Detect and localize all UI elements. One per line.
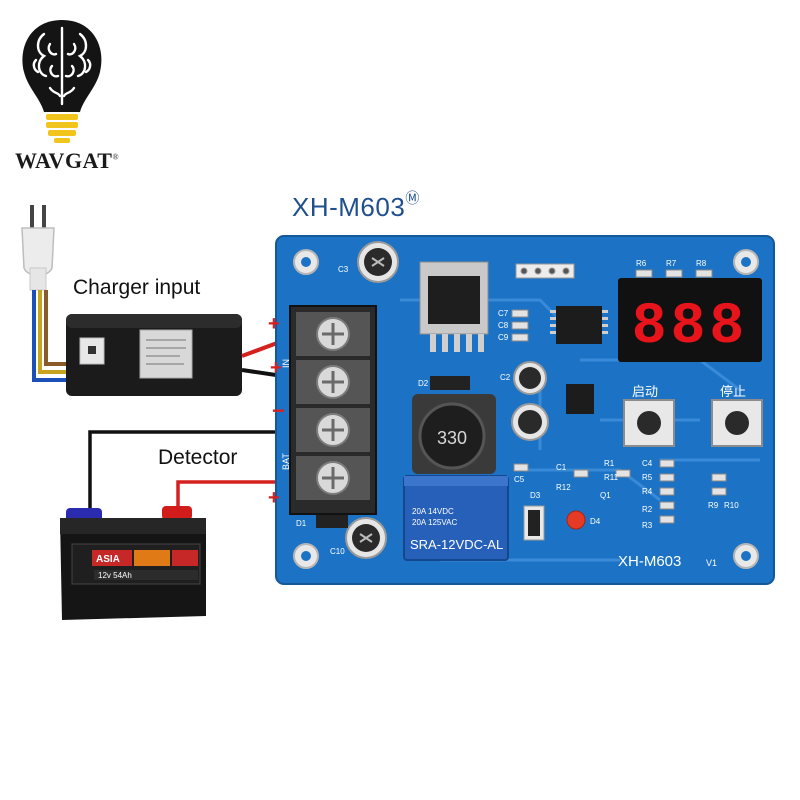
label-r4: R4 (642, 487, 653, 496)
brand-logo-icon (22, 20, 102, 143)
label-r11: R11 (604, 473, 619, 482)
label-r6: R6 (636, 259, 647, 268)
ac-cable (32, 290, 70, 382)
led-d4 (566, 510, 586, 530)
brand-name: WAVGAT® (12, 148, 122, 174)
label-d3: D3 (530, 491, 541, 500)
label-r5: R5 (642, 473, 653, 482)
power-plug-icon (21, 205, 55, 291)
seven-segment-display (618, 278, 762, 362)
battery-rating: 12v 54Ah (98, 571, 132, 580)
diode-d2 (430, 376, 470, 390)
car-battery (60, 506, 206, 620)
screw-terminal-block (289, 305, 377, 515)
label-c3: C3 (338, 265, 349, 274)
capacitor-c3 (357, 241, 399, 283)
label-r2: R2 (642, 505, 653, 514)
label-r7: R7 (666, 259, 677, 268)
display-digits: 888 (632, 295, 748, 360)
label-r8: R8 (696, 259, 707, 268)
label-r12: R12 (556, 483, 571, 492)
label-q1: Q1 (600, 491, 611, 500)
label-r3: R3 (642, 521, 653, 530)
pcb-board (275, 235, 775, 585)
terminal-sign-in-positive-2: + (270, 357, 282, 379)
label-r10: R10 (724, 501, 739, 510)
label-r9: R9 (708, 501, 719, 510)
brand-name-text: WAVGAT (14, 148, 113, 173)
board-title-text: XH-M603 (292, 192, 406, 222)
relay-rating-dc: 20A 14VDC (412, 507, 454, 516)
relay-model: SRA-12VDC-AL (410, 537, 503, 552)
relay-rating-ac: 20A 125VAC (412, 518, 457, 527)
stop-button-label: 停止 (720, 384, 746, 399)
label-c8: C8 (498, 321, 509, 330)
start-button-icon (623, 399, 675, 447)
label-d1: D1 (296, 519, 307, 528)
detector-label: Detector (158, 446, 238, 469)
label-d4: D4 (590, 517, 601, 526)
brand-trademark: ® (112, 152, 120, 162)
label-d2: D2 (418, 379, 429, 388)
voltage-regulator (419, 261, 489, 352)
start-button-label: 启动 (632, 384, 658, 399)
label-r1: R1 (604, 459, 615, 468)
label-c1: C1 (556, 463, 567, 472)
charger-adapter (66, 314, 242, 396)
label-c4: C4 (642, 459, 653, 468)
battery-positive-wire (176, 480, 296, 512)
diode-d1 (316, 514, 348, 528)
label-c2: C2 (500, 373, 511, 382)
relay-sra-12vdc (403, 475, 509, 561)
label-c9: C9 (498, 333, 509, 342)
label-c5: C5 (514, 475, 525, 484)
transistor (566, 384, 594, 414)
silkscreen-version: V1 (706, 558, 717, 568)
stop-button-icon (711, 399, 763, 447)
charger-input-label: Charger input (73, 276, 201, 299)
battery-brand: ASIA (96, 554, 120, 565)
terminal-sign-negative: − (272, 398, 285, 423)
capacitor-c2 (511, 361, 549, 441)
capacitor-c10 (345, 517, 387, 559)
diode-d3 (523, 505, 545, 541)
silkscreen-model: XH-M603 (618, 553, 681, 570)
board-title: XH-M603Ⓜ (292, 190, 420, 223)
inductor-330 (412, 394, 496, 474)
terminal-sign-bat-positive: + (268, 487, 280, 509)
terminal-tag-bat: BAT (281, 453, 291, 470)
ic-chip (550, 306, 608, 344)
label-c7: C7 (498, 309, 509, 318)
battery-negative-wire (88, 430, 296, 514)
terminal-tag-in: IN (281, 359, 291, 368)
label-c10: C10 (330, 547, 345, 556)
board-title-mark: Ⓜ (405, 190, 420, 206)
terminal-sign-in-positive: + (268, 313, 280, 335)
inductor-code: 330 (437, 428, 467, 448)
